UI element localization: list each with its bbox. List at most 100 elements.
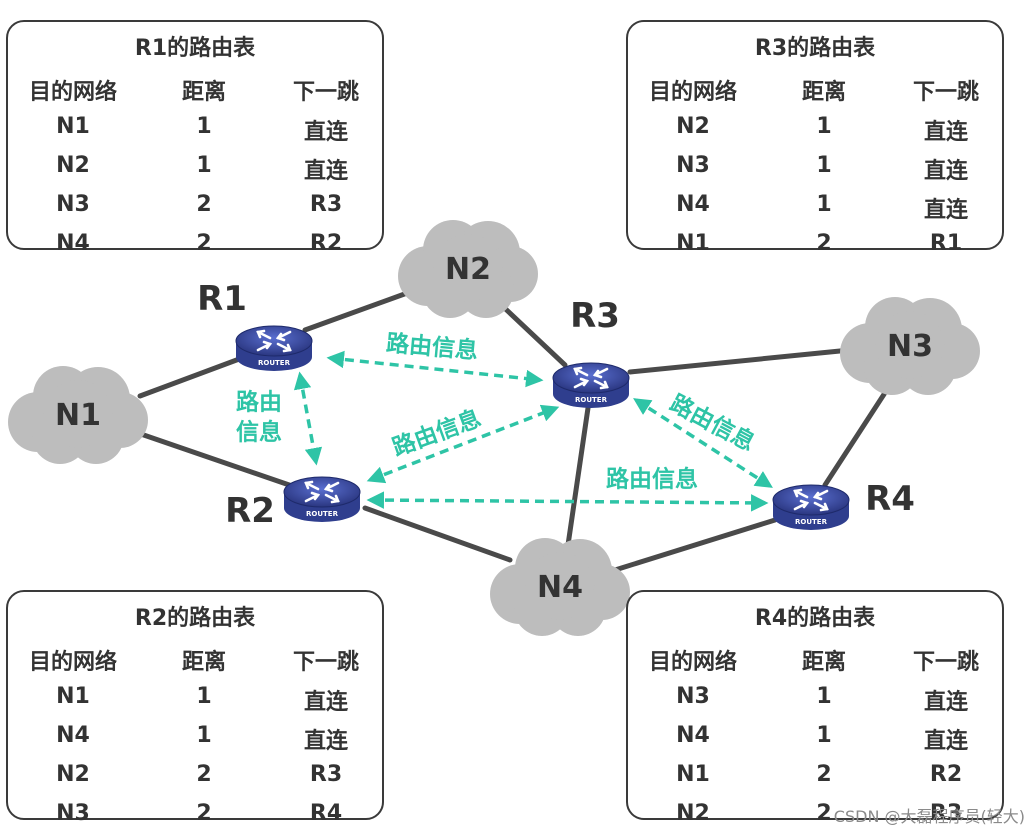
table-cell: N4 (56, 231, 90, 256)
route-info-label: 路由信息 (385, 330, 479, 365)
table-cell: 直连 (303, 120, 348, 145)
table-cell: N3 (676, 684, 710, 709)
table-cell: 1 (816, 114, 832, 139)
table-cell: N4 (676, 192, 710, 217)
table-cell: R2 (929, 762, 963, 787)
route-info-arrow (293, 371, 323, 466)
table-header: 距离 (801, 80, 846, 105)
route-info-r1-r2: 路由信息 (234, 371, 323, 466)
table-cell: 2 (196, 801, 212, 826)
link-r1-n2 (302, 289, 413, 333)
table-cell: N2 (676, 114, 710, 139)
table-cell: N2 (676, 801, 710, 826)
table-cell: N1 (676, 762, 710, 787)
router-r1: ROUTER R1 (197, 279, 313, 371)
table-header: 距离 (181, 80, 226, 105)
table-cell: 2 (196, 231, 212, 256)
network-label: N3 (887, 329, 933, 364)
table-cell: 直连 (303, 690, 348, 715)
router-badge: ROUTER (575, 396, 608, 404)
table-header: 下一跳 (912, 650, 979, 675)
table-cell: R2 (309, 231, 343, 256)
table-cell: R4 (309, 801, 343, 826)
links-layer (132, 289, 895, 573)
link-n2-r3 (493, 297, 568, 368)
table-cell: N1 (56, 684, 90, 709)
table-cell: 直连 (923, 729, 968, 754)
router-arrows-icon (573, 366, 609, 390)
route-info-label: 路由 (236, 389, 282, 416)
table-header: 下一跳 (292, 650, 359, 675)
watermark: CSDN @大磊程序员(轻大) (833, 807, 1025, 826)
link-n4-r4 (612, 517, 778, 573)
table-cell: N3 (56, 192, 90, 217)
network-label: N1 (55, 398, 101, 433)
network-n2: N2 (398, 220, 538, 318)
table-cell: 直连 (303, 729, 348, 754)
link-n3-r4 (822, 379, 895, 488)
table-header: 下一跳 (292, 80, 359, 105)
table-cell: R3 (309, 192, 343, 217)
table-header: 距离 (801, 650, 846, 675)
table-cell: N3 (676, 153, 710, 178)
route-info-arrow (326, 350, 544, 388)
route-info-label: 路由信息 (666, 390, 760, 457)
router-badge: ROUTER (306, 510, 339, 518)
route-info-arrow (366, 491, 769, 512)
table-cell: 1 (816, 153, 832, 178)
table-header: 目的网络 (28, 650, 117, 675)
table-cell: N4 (676, 723, 710, 748)
link-r3-n4 (565, 405, 591, 548)
router-badge: ROUTER (795, 518, 828, 526)
table-cell: 直连 (923, 120, 968, 145)
table-header: 下一跳 (912, 80, 979, 105)
table-cell: 1 (816, 192, 832, 217)
table-cell: N1 (56, 114, 90, 139)
table-title: R1的路由表 (134, 36, 256, 61)
table-cell: 1 (196, 114, 212, 139)
network-label: N4 (537, 570, 583, 605)
table-cell: N2 (56, 153, 90, 178)
router-badge: ROUTER (258, 359, 291, 367)
table-cell: N3 (56, 801, 90, 826)
link-r2-n4 (362, 505, 513, 563)
table-cell: 直连 (303, 159, 348, 184)
table-cell: 直连 (923, 198, 968, 223)
table-cell: 2 (816, 762, 832, 787)
route-info-label: 路由信息 (389, 405, 485, 462)
table-cell: 2 (816, 231, 832, 256)
network-label: N2 (445, 252, 491, 287)
table-cell: 1 (196, 153, 212, 178)
table-cell: N1 (676, 231, 710, 256)
router-label: R1 (197, 279, 247, 319)
network-n3: N3 (840, 297, 980, 395)
table-cell: 1 (816, 723, 832, 748)
table-cell: 2 (196, 192, 212, 217)
table-cell: 1 (196, 723, 212, 748)
table-cell: N2 (56, 762, 90, 787)
route-info-label: 信息 (236, 419, 282, 446)
table-cell: R1 (929, 231, 963, 256)
table-header: 距离 (181, 650, 226, 675)
table-cell: 2 (196, 762, 212, 787)
table-cell: R3 (929, 801, 963, 826)
network-n4: N4 (490, 538, 630, 636)
route-info-r2-r3: 路由信息 (366, 403, 560, 484)
table-cell: 直连 (923, 159, 968, 184)
table-cell: 1 (196, 684, 212, 709)
table-cell: N4 (56, 723, 90, 748)
table-cell: 直连 (923, 690, 968, 715)
route-info-label: 路由信息 (606, 466, 698, 493)
table-cell: 2 (816, 801, 832, 826)
link-n1-r2 (132, 429, 301, 491)
route-info-r1-r3: 路由信息 (326, 328, 544, 388)
